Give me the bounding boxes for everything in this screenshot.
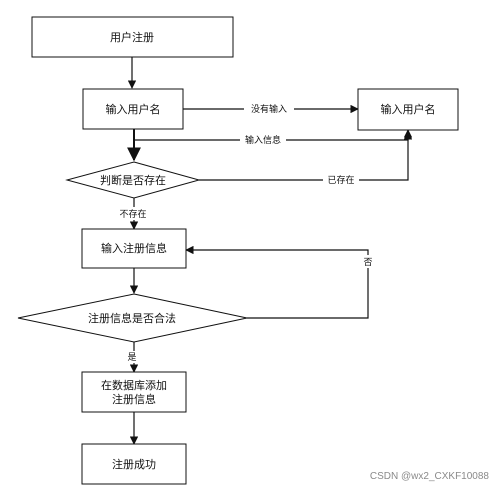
node-success-box bbox=[81, 443, 187, 485]
edge-label-input-info: 输入信息 bbox=[245, 134, 281, 146]
node-input-username-right-label: 输入用户名 bbox=[381, 102, 436, 116]
edge-label-not-exists: 不存在 bbox=[119, 208, 146, 220]
node-input-username-label: 输入用户名 bbox=[106, 102, 161, 116]
edge-exists bbox=[199, 131, 413, 181]
edge-label-no: 否 bbox=[363, 257, 372, 268]
node-check-exists-diamond bbox=[65, 161, 201, 199]
node-check-valid-label: 注册信息是否合法 bbox=[88, 311, 176, 325]
node-check-exists-label: 判断是否存在 bbox=[100, 173, 166, 187]
edge-label-yes: 是 bbox=[127, 352, 136, 363]
edge-no bbox=[185, 245, 369, 319]
node-success-label: 注册成功 bbox=[112, 457, 156, 471]
node-db-add-label-2: 注册信息 bbox=[112, 392, 156, 406]
edge-label-exists: 已存在 bbox=[327, 174, 354, 186]
node-db-add-label-1: 在数据库添加 bbox=[101, 378, 167, 392]
watermark: CSDN @wx2_CXKF10088 bbox=[369, 471, 489, 482]
node-input-info-label: 输入注册信息 bbox=[101, 241, 167, 255]
node-register-box bbox=[31, 16, 234, 58]
node-input-username-box bbox=[82, 88, 184, 130]
node-db-add-box bbox=[81, 371, 187, 413]
node-register-label: 用户注册 bbox=[110, 30, 154, 44]
node-check-valid-diamond bbox=[17, 293, 248, 343]
node-input-info-box bbox=[81, 228, 187, 269]
node-input-username-right-box bbox=[357, 88, 459, 131]
edge-label-not-input: 没有输入 bbox=[251, 103, 287, 115]
